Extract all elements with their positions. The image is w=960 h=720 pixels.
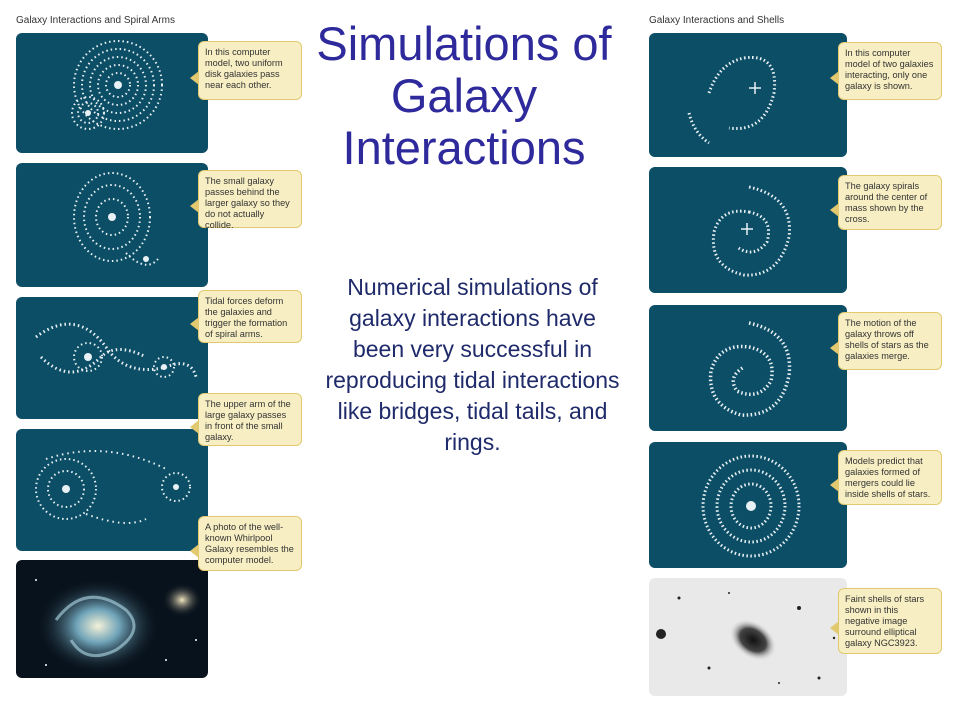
left-caption-1: In this computer model, two uniform disk… <box>190 41 302 100</box>
right-panel-3 <box>649 305 847 431</box>
left-caption-3: Tidal forces deform the galaxies and tri… <box>190 290 302 343</box>
slide-title: Simulations of Galaxy Interactions <box>316 17 612 174</box>
small-galaxy-passes-behind-simulation <box>73 172 159 266</box>
left-figure-title: Galaxy Interactions and Spiral Arms <box>16 15 175 26</box>
left-panel-3 <box>16 297 208 419</box>
left-panel-5 <box>16 560 208 678</box>
upper-arm-passes-front-simulation <box>35 450 191 524</box>
whirlpool-galaxy-photo <box>35 578 202 674</box>
ngc3923-negative-image <box>656 592 836 684</box>
left-panel-1 <box>16 33 208 153</box>
right-panel-2 <box>649 167 847 293</box>
right-caption-4: Models predict that galaxies formed of m… <box>830 450 942 505</box>
shell-galaxy-simulation-4 <box>701 454 801 558</box>
right-caption-5: Faint shells of stars shown in this nega… <box>830 588 942 654</box>
right-caption-1: In this computer model of two galaxies i… <box>830 42 942 100</box>
left-caption-4: The upper arm of the large galaxy passes… <box>190 393 302 446</box>
two-disk-galaxies-simulation <box>71 40 163 130</box>
right-caption-3: The motion of the galaxy throws off shel… <box>830 312 942 370</box>
right-figure-title: Galaxy Interactions and Shells <box>649 15 785 26</box>
left-caption-2: The small galaxy passes behind the large… <box>190 170 302 230</box>
right-panel-5 <box>649 578 847 696</box>
shell-galaxy-simulation-1 <box>687 55 777 145</box>
tidal-forces-spiral-arms-simulation <box>35 322 198 378</box>
right-panel-4 <box>649 442 847 568</box>
left-panel-4 <box>16 429 208 551</box>
right-caption-2: The galaxy spirals around the center of … <box>830 175 942 230</box>
slide-body-text: Numerical simulations of galaxy interact… <box>325 274 620 455</box>
shell-galaxy-simulation-3 <box>708 321 792 417</box>
right-panel-1 <box>649 33 847 157</box>
left-caption-5: A photo of the well-known Whirlpool Gala… <box>190 516 302 571</box>
left-panel-2 <box>16 163 208 287</box>
shell-galaxy-simulation-2 <box>711 185 791 277</box>
